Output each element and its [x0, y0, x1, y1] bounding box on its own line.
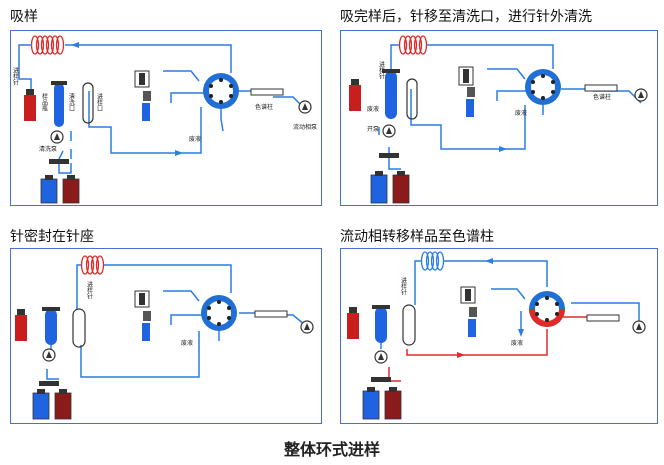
mobile-phase-pump — [298, 100, 312, 114]
label-needle: 进样针 — [86, 280, 93, 300]
sample-loop-coil — [30, 35, 65, 55]
sample-vial — [24, 89, 36, 121]
panel-3-diagram: 进样针 废液 — [15, 255, 314, 420]
wash-pump — [379, 124, 399, 158]
figure-title: 整体环式进样 — [283, 440, 380, 459]
label-wash-port: 清洗口 — [68, 92, 75, 112]
inject-port — [402, 304, 416, 346]
label-waste: 废液 — [515, 109, 527, 117]
flow-lines-blue — [380, 260, 640, 349]
label-waste-left: 废液 — [367, 105, 379, 113]
sample-vial — [349, 79, 361, 111]
flow-lines — [378, 44, 642, 170]
injection-valve — [529, 291, 565, 327]
sample-loop-coil — [398, 35, 428, 55]
label-mobile-pump: 流动相泵 — [293, 123, 317, 131]
column — [586, 314, 620, 322]
column — [254, 310, 288, 318]
mobile-phase-pump — [634, 88, 648, 102]
solvent-bottles — [40, 175, 80, 204]
panel-2: 进样针 废液 开泵 废液 色谱柱 — [340, 30, 658, 206]
wash-port-tube — [51, 81, 67, 127]
panel-1-caption: 吸样 — [10, 9, 38, 25]
flow-arrows — [499, 146, 507, 152]
wash-pump — [39, 348, 59, 386]
solvent-bottles — [362, 387, 402, 420]
panel-1-diagram: 进样针 样品瓶 清洗口 进样口 清洗泵 废液 色谱柱 流动相泵 — [12, 35, 317, 204]
label-wash-pump: 清洗泵 — [39, 145, 57, 153]
inject-port — [72, 308, 86, 348]
label-needle: 进样针 — [378, 60, 385, 80]
label-waste: 废液 — [181, 339, 193, 347]
injection-valve — [201, 295, 237, 331]
flow-lines-red — [388, 316, 589, 382]
metering-syringe — [134, 290, 151, 341]
metering-syringe — [134, 70, 151, 121]
metering-syringe — [460, 286, 477, 337]
wash-port-tube — [42, 307, 60, 345]
sample-vial — [347, 307, 359, 339]
wash-port-tube — [372, 305, 390, 343]
panel-3-caption: 针密封在针座 — [10, 229, 94, 245]
panel-4: 进样针 废液 — [340, 248, 658, 424]
column — [250, 88, 284, 96]
label-needle: 进样针 — [12, 66, 19, 86]
label-needle: 进样针 — [400, 276, 407, 296]
inject-port — [406, 78, 418, 120]
label-column: 色谱柱 — [255, 103, 273, 111]
sample-loop-coil — [420, 251, 445, 271]
mobile-phase-pump — [300, 320, 314, 334]
metering-syringe — [458, 66, 475, 117]
panel-3: 进样针 废液 — [10, 248, 322, 424]
label-waste: 废液 — [189, 135, 201, 143]
label-waste: 废液 — [511, 339, 523, 347]
column — [584, 84, 618, 92]
flow-lines — [46, 264, 306, 380]
flow-arrows — [71, 42, 183, 156]
flow-arrows — [457, 258, 524, 358]
wash-pump — [371, 350, 391, 382]
panel-1: 进样针 样品瓶 清洗口 进样口 清洗泵 废液 色谱柱 流动相泵 — [10, 30, 322, 206]
wash-pump — [49, 130, 69, 164]
label-inject-port: 进样口 — [96, 92, 103, 112]
solvent-bottles — [32, 389, 72, 420]
mobile-phase-pump — [632, 320, 646, 334]
panel-4-diagram: 进样针 废液 — [347, 251, 646, 420]
panel-2-diagram: 进样针 废液 开泵 废液 色谱柱 — [349, 35, 648, 204]
solvent-bottles — [370, 171, 410, 204]
panel-4-caption: 流动相转移样品至色谱柱 — [340, 229, 494, 245]
label-sample-bottle: 样品瓶 — [41, 92, 48, 112]
label-column: 色谱柱 — [593, 93, 611, 101]
sample-loop-coil — [80, 255, 105, 275]
injection-valve — [203, 73, 239, 109]
label-pump-on: 开泵 — [367, 126, 379, 133]
sample-vial — [15, 309, 27, 341]
wash-port-tube — [382, 69, 400, 119]
panel-2-caption: 吸完样后，针移至清洗口，进行针外清洗 — [340, 9, 592, 25]
injection-valve — [525, 69, 561, 105]
inject-port — [82, 82, 94, 124]
